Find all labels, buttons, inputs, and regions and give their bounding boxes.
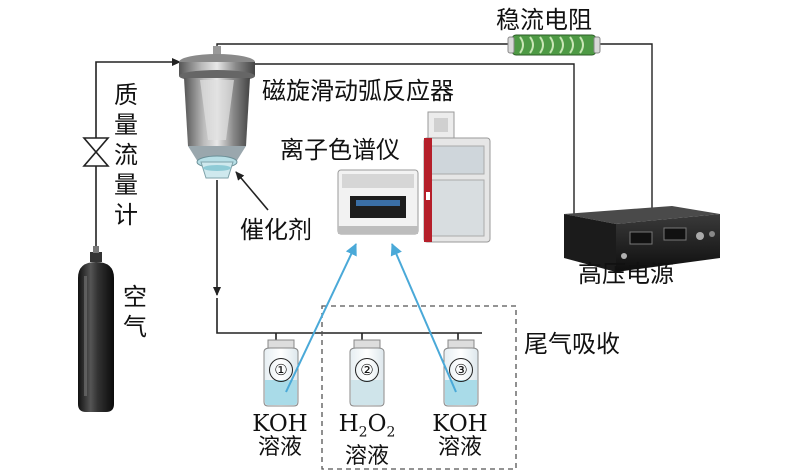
bottle-3-label: KOH 溶液 [430, 412, 490, 460]
bottle-2-solution: 溶液 [344, 443, 389, 469]
mass-flow-meter-label: 质量流量计 [114, 81, 138, 229]
chromatograph-icon [423, 111, 491, 243]
reactor-icon [179, 46, 255, 179]
power-supply-label: 高压电源 [578, 260, 674, 288]
tail-gas-box [321, 305, 517, 470]
air-label: 空气 [123, 283, 147, 341]
bottle-3-number: ③ [449, 358, 473, 382]
o-symbol: O [367, 411, 387, 437]
bottle-1-solute: KOH [252, 411, 308, 437]
bottle-3-solution: 溶液 [437, 435, 482, 460]
bottle-1-label: KOH 溶液 [250, 412, 310, 460]
power-supply-icon [564, 206, 720, 272]
ballast-resistor-label: 稳流电阻 [496, 6, 592, 34]
reactor-label: 磁旋滑动弧反应器 [262, 77, 454, 105]
tail-gas-label: 尾气吸收 [524, 330, 620, 358]
autosampler-icon [337, 169, 419, 235]
catalyst-label: 催化剂 [240, 216, 312, 244]
bottle-2-solute: H2O2 [334, 412, 400, 445]
ion-chromatograph-label: 离子色谱仪 [280, 136, 400, 164]
subscript-2: 2 [386, 424, 396, 441]
ballast-resistor-icon [507, 34, 601, 56]
air-cylinder-icon [78, 246, 114, 412]
valve-icon [82, 137, 110, 167]
catalyst-pointer [235, 171, 269, 211]
subscript-1: 2 [358, 424, 368, 441]
analysis-arrows [285, 243, 457, 393]
bottle-2-label: H2O2 溶液 [334, 412, 400, 469]
bottle-1-solution: 溶液 [257, 435, 302, 460]
bottle-3-solute: KOH [432, 411, 488, 437]
bottle-1-number: ① [269, 358, 293, 382]
bottle-2-number: ② [355, 358, 379, 382]
air-supply-line [95, 58, 181, 250]
h-symbol: H [338, 411, 359, 437]
